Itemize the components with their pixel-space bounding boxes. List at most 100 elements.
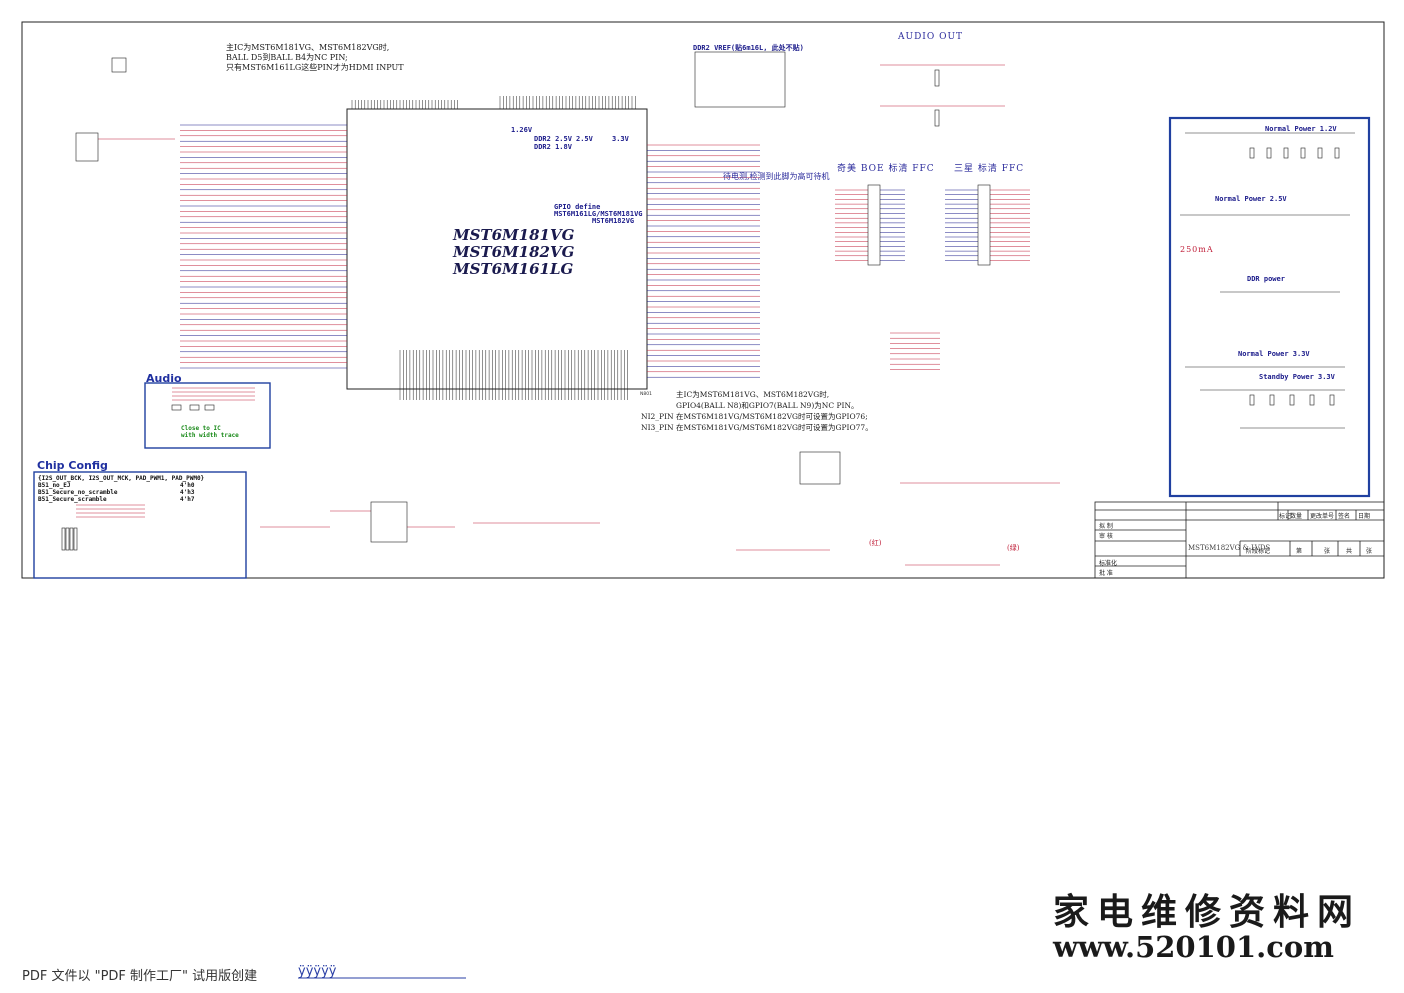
capacitor	[189, 404, 200, 411]
gpio-define-line-3: MST6M182VG	[592, 217, 635, 225]
footer-link[interactable]: ÿÿÿÿÿ	[298, 964, 337, 979]
resistor	[73, 527, 78, 551]
chip-config-row-1: B51_no_EJ 4'h0	[38, 482, 238, 489]
chip-config-box	[33, 471, 247, 579]
ddr2-vref-box	[694, 51, 786, 108]
resistor	[934, 109, 940, 127]
ffc-left-label: 奇美 BOE 标清 FFC	[837, 164, 935, 174]
top-note-line-1: 主IC为MST6M181VG、MST6M182VG时,	[226, 43, 390, 52]
tb-h-mark: 标记	[1279, 513, 1292, 520]
resistor	[69, 527, 74, 551]
capacitor	[1309, 394, 1315, 406]
cfg-row-1-name: B51_no_EJ	[38, 482, 71, 489]
tb-h-change: 更改单号	[1310, 513, 1335, 520]
tb-h-date: 日期	[1358, 513, 1371, 520]
chip-title-line-3: MST6M161LG	[453, 260, 574, 278]
chip-config-row-2: B51_Secure_no_scramble 4'h3	[38, 489, 238, 496]
capacitor	[1266, 147, 1272, 159]
footer-text: PDF 文件以 "PDF 制作工厂" 试用版创建	[22, 969, 258, 984]
watermark-line-2: www.520101.com	[1053, 930, 1334, 964]
tb-standard: 标准化	[1099, 560, 1118, 567]
capacitor	[1283, 147, 1289, 159]
power-section-box	[1168, 116, 1371, 498]
sheet-border	[21, 21, 1385, 579]
bottom-note-line-3: NI2_PIN 在MST6M181VG/MST6M182VG时可设置为GPIO7…	[641, 412, 868, 421]
current-note: 250mA	[1180, 245, 1214, 254]
chip-config-title: Chip Config	[37, 459, 108, 472]
capacitor	[1269, 394, 1275, 406]
tb-approve: 批 准	[1099, 570, 1113, 577]
tb-h-sign: 签名	[1338, 513, 1351, 520]
rail-2v5: 2.5V	[576, 135, 593, 143]
led-green-note: (绿)	[1007, 544, 1020, 552]
ddr2-vref-label: DDR2 VREF(贴6m16L, 此处不贴)	[693, 44, 804, 52]
audio-note-line-1: Close to IC	[181, 425, 221, 432]
capacitor	[171, 404, 182, 411]
chip-config-table: {I2S_OUT_BCK, I2S_OUT_MCK, PAD_PWM1, PAD…	[38, 475, 238, 503]
tb-total-unit: 张	[1366, 548, 1373, 555]
crystal	[111, 57, 127, 73]
tb-draft: 拟 制	[1099, 523, 1113, 530]
bottom-note-line-4: NI3_PIN 在MST6M181VG/MST6M182VG时可设置为GPIO7…	[641, 423, 873, 432]
resistor	[65, 527, 70, 551]
capacitor	[204, 404, 215, 411]
cfg-row-3-value: 4'h7	[180, 496, 195, 503]
ffc-right-label: 三星 标清 FFC	[954, 164, 1025, 174]
capacitor	[1249, 147, 1255, 159]
power-ddr-label: DDR power	[1247, 275, 1285, 283]
power-1v2-label: Normal Power 1.2V	[1265, 125, 1337, 133]
tb-sheet-unit: 张	[1324, 548, 1331, 555]
audio-box-title: Audio	[146, 372, 182, 385]
tb-stage: 阶段标记	[1246, 548, 1271, 555]
top-note-line-2: BALL D5到BALL B4为NC PIN;	[226, 53, 348, 62]
rail-ddr2-2v5: DDR2 2.5V	[534, 135, 572, 143]
flash-chip	[370, 501, 408, 543]
capacitor	[1334, 147, 1340, 159]
chip-title-line-1: MST6M181VG	[453, 226, 575, 244]
top-chip-note: 主IC为MST6M181VG、MST6M182VG时, BALL D5到BALL…	[226, 43, 404, 73]
standby-3v3-label: Standby Power 3.3V	[1259, 373, 1335, 381]
cfg-row-3-name: B51_Secure_scramble	[38, 496, 107, 503]
top-note-line-3: 只有MST6M161LG这些PIN才为HDMI INPUT	[226, 63, 404, 72]
bottom-note-line-1: 主IC为MST6M181VG、MST6M182VG时,	[676, 390, 830, 399]
audio-out-label: AUDIO OUT	[898, 32, 964, 42]
capacitor	[1289, 394, 1295, 406]
capacitor	[1329, 394, 1335, 406]
capacitor	[1249, 394, 1255, 406]
drawing-title: MST6M182VG & LVDS	[1188, 544, 1271, 552]
tb-review: 审 核	[1099, 533, 1113, 540]
gpio-define-line-2: MST6M161LG/MST6M181VG	[554, 210, 643, 218]
chip-config-row-3: B51_Secure_scramble 4'h7	[38, 496, 238, 503]
tb-sheet-no: 第	[1296, 548, 1303, 555]
reset-ic	[75, 132, 99, 162]
bottom-note-line-2: GPIO4(BALL N8)和GPIO7(BALL N9)为NC PIN。	[676, 401, 859, 410]
gpio-define-line-1: GPIO define	[554, 203, 601, 211]
gpio-define: GPIO define MST6M161LG/MST6M181VG MST6M1…	[554, 204, 643, 225]
capacitor	[1300, 147, 1306, 159]
tb-h-qty: 数量	[1290, 513, 1303, 520]
key-connector	[799, 451, 841, 485]
cfg-row-2-value: 4'h3	[180, 489, 195, 496]
chip-title-line-2: MST6M182VG	[453, 243, 575, 261]
bottom-chip-note: 主IC为MST6M181VG、MST6M182VG时, GPIO4(BALL N…	[641, 389, 873, 433]
chip-title: MST6M181VG MST6M182VG MST6M161LG	[453, 227, 574, 278]
rail-3v3: 3.3V	[612, 135, 629, 143]
resistor	[934, 69, 940, 87]
ffc-connector-left	[867, 184, 881, 266]
watermark-line-1: 家电维修资料网	[1053, 891, 1362, 933]
power-2v5-label: Normal Power 2.5V	[1215, 195, 1287, 203]
power-3v3-label: Normal Power 3.3V	[1238, 350, 1310, 358]
cfg-row-0-name: {I2S_OUT_BCK, I2S_OUT_MCK, PAD_PWM1, PAD…	[38, 475, 205, 482]
tb-total: 共	[1346, 548, 1353, 555]
led-red-note: (红)	[869, 539, 882, 547]
rail-ddr2-1v8: DDR2 1.8V	[534, 143, 572, 151]
title-block-grid	[1094, 501, 1385, 579]
cfg-row-1-value: 4'h0	[180, 482, 195, 489]
audio-note-line-2: with width trace	[181, 432, 239, 439]
audio-box	[144, 382, 271, 449]
ffc-connector-right	[977, 184, 991, 266]
cfg-row-2-name: B51_Secure_no_scramble	[38, 489, 118, 496]
rail-1v26: 1.26V	[511, 126, 533, 134]
